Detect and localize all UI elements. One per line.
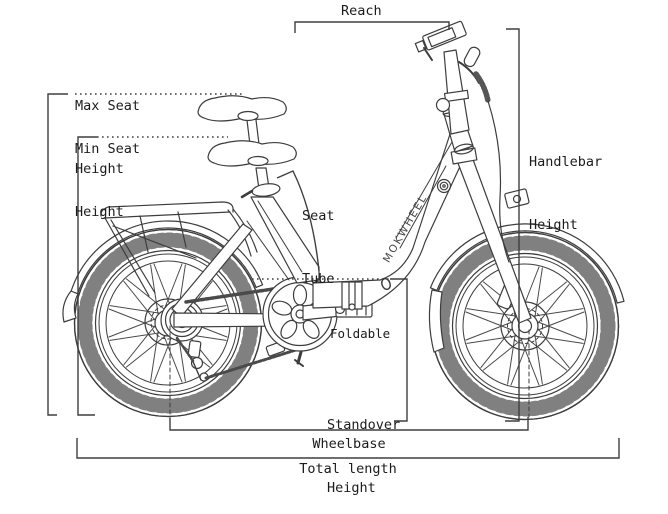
seat-clamp — [240, 183, 281, 199]
saddle-min — [207, 140, 297, 167]
standover-bracket — [390, 278, 408, 422]
handlebar-assembly — [414, 20, 510, 263]
front-wheel — [432, 233, 619, 420]
label-foldable: Foldable — [330, 326, 391, 341]
total-length-bracket — [76, 438, 620, 459]
reach-bracket — [294, 21, 450, 33]
brake-cable — [487, 100, 510, 263]
dimension-annotations — [47, 21, 620, 459]
right-grip — [463, 46, 481, 68]
standover-point-ring — [381, 277, 391, 291]
handlebar-height-bracket — [505, 28, 520, 422]
max-seat-bracket — [47, 93, 68, 416]
label-standover-height: Standover Height — [327, 417, 401, 496]
rear-fender — [62, 220, 264, 323]
label-reach: Reach — [341, 3, 382, 19]
coiled-cable — [473, 71, 491, 104]
label-total-length: Total length — [299, 461, 397, 477]
label-wheelbase: Wheelbase — [312, 436, 386, 452]
seatpost-and-saddles — [197, 95, 297, 199]
label-handlebar-height: Handlebar Height — [529, 154, 603, 233]
label-min-seat-height: Min Seat Height — [75, 141, 141, 220]
label-seat-tube: Seat Tube — [302, 208, 335, 287]
rear-rack — [100, 201, 258, 297]
front-fork — [450, 147, 532, 324]
bell — [435, 97, 451, 113]
min-seat-bracket — [77, 136, 97, 416]
front-light — [504, 188, 530, 209]
saddle-max — [197, 95, 287, 122]
seat-tube-leader-line — [276, 170, 320, 272]
label-max-seat-height: Max Seat Height — [75, 98, 141, 177]
display — [414, 20, 467, 53]
frame-seat-tube — [246, 196, 320, 284]
wheelbase-bracket — [169, 417, 529, 431]
frame-rear-triangle — [171, 223, 289, 328]
folding-hinge — [341, 281, 363, 311]
